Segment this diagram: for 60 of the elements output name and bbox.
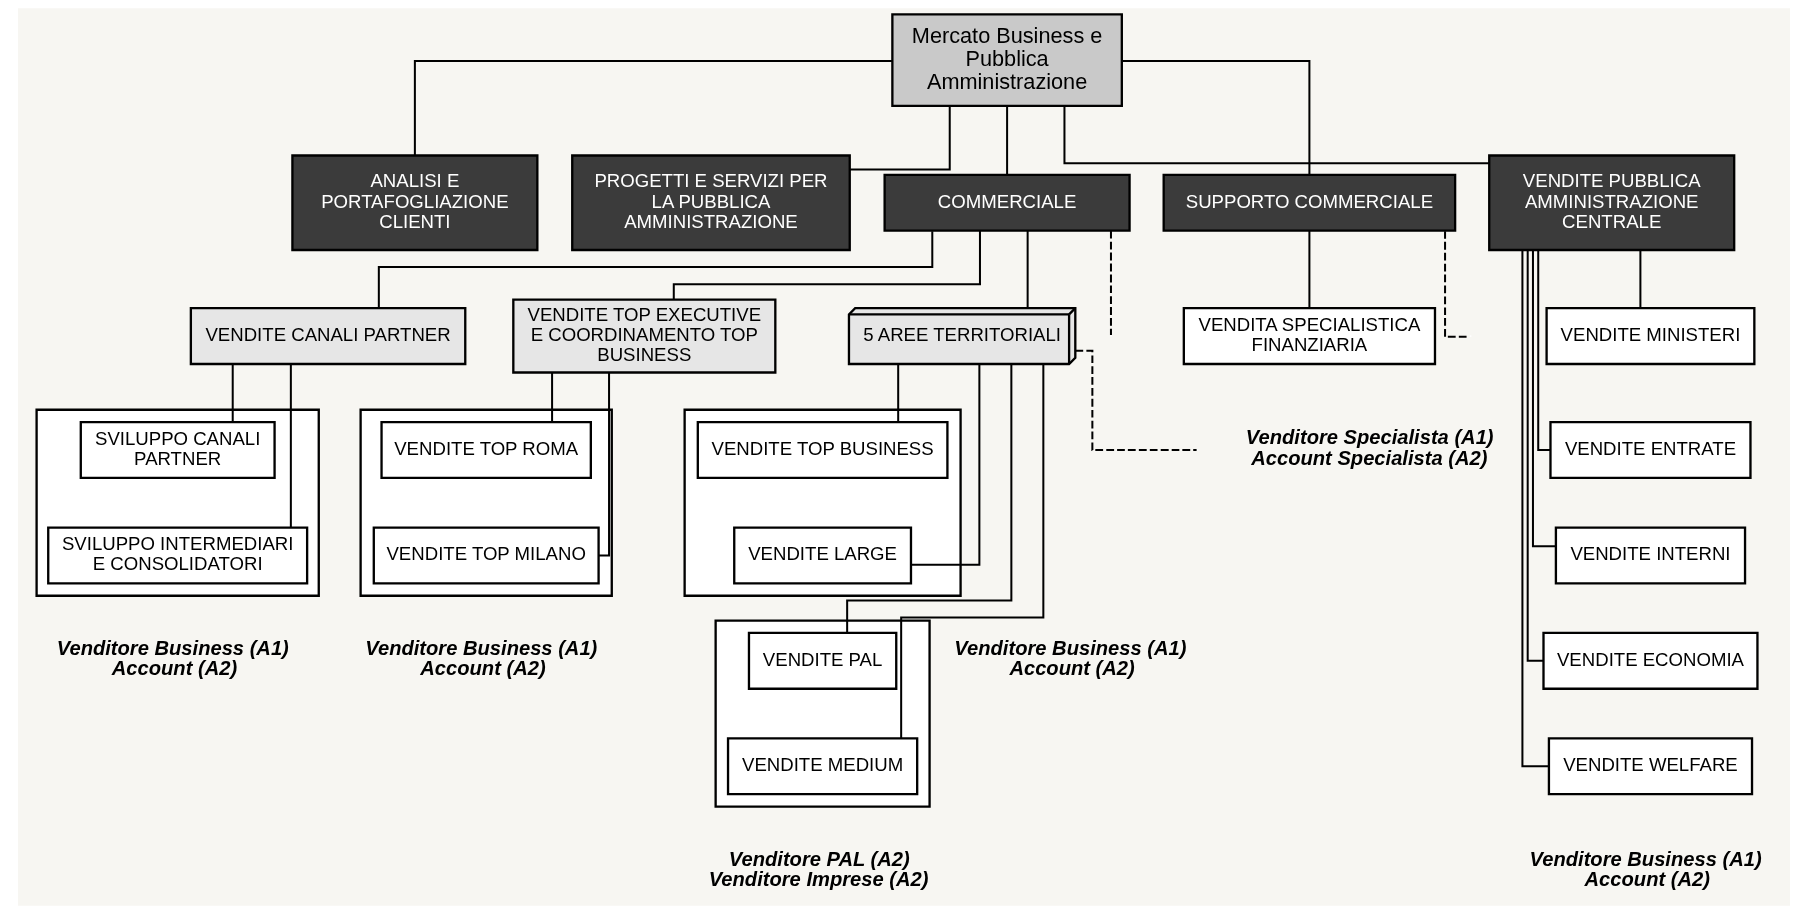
- connector: [377, 231, 933, 308]
- node-label: Venditore Business (A1): [56, 637, 289, 660]
- node-box: VENDITE TOP ROMA: [379, 420, 592, 480]
- node-box: PROGETTI E SERVIZI PER LA PUBBLICA AMMINISTRAZIONE: [570, 154, 851, 252]
- connector: [910, 364, 980, 566]
- connector: [896, 364, 899, 422]
- node-box: VENDITE ECONOMIA: [1541, 631, 1759, 690]
- connector: [413, 59, 892, 156]
- connector: [849, 106, 951, 171]
- node-box: ANALISI E PORTAFOGLIAZIONE CLIENTI: [290, 154, 538, 252]
- node-box: VENDITE LARGE: [732, 526, 912, 585]
- node-box: Mercato Business e Pubblica Amministrazione: [890, 13, 1123, 108]
- connector: [598, 372, 610, 557]
- cluster: [358, 408, 613, 597]
- connector: [1443, 231, 1470, 338]
- node-box: VENDITE TOP EXECUTIVE E COORDINAMENTO TOP BUSINESS: [511, 298, 776, 374]
- node-box: VENDITE PUBBLICA AMMINISTRAZIONE CENTRALE: [1487, 154, 1735, 252]
- node-box: SVILUPPO CANALI PARTNER: [79, 420, 276, 480]
- cluster: [34, 408, 320, 597]
- node-box: VENDITE TOP BUSINESS: [696, 420, 949, 480]
- connector: [289, 364, 292, 528]
- connector: [1062, 106, 1489, 165]
- connector: [672, 230, 981, 300]
- connector: [845, 364, 1012, 633]
- connector: [1074, 349, 1197, 452]
- node-label: Venditore Business (A1): [364, 637, 597, 660]
- node-box: SVILUPPO INTERMEDIARI E CONSOLIDATORI: [46, 526, 308, 585]
- node-box: VENDITE TOP MILANO: [372, 526, 600, 585]
- connector: [1531, 250, 1556, 548]
- node-label: Venditore PAL (A2): [728, 848, 910, 871]
- connector: [1109, 231, 1112, 335]
- connector: [899, 364, 1044, 739]
- node-label: Account (A2): [111, 657, 237, 680]
- connector: [1526, 250, 1543, 662]
- node-box: COMMERCIALE: [882, 173, 1131, 232]
- connector: [1536, 250, 1550, 452]
- node-label: Account (A2): [1008, 657, 1135, 680]
- node-box: VENDITE MINISTERI: [1544, 307, 1755, 366]
- node-box: VENDITE PAL: [747, 631, 897, 690]
- node-label: Account (A2): [419, 657, 546, 680]
- connector: [1005, 106, 1008, 175]
- node-box: VENDITE CANALI PARTNER: [189, 307, 466, 366]
- node-label: Account (A2): [1584, 868, 1710, 891]
- connector: [231, 364, 234, 422]
- node-box: VENDITE INTERNI: [1554, 526, 1746, 585]
- node-box: SUPPORTO COMMERCIALE: [1162, 173, 1456, 232]
- connector: [1121, 59, 1310, 175]
- node-box: VENDITE WELFARE: [1547, 737, 1753, 796]
- node-label: Venditore Specialista (A1): [1245, 426, 1494, 449]
- cluster: [682, 408, 962, 597]
- connector: [1638, 250, 1641, 308]
- cluster: [713, 619, 931, 808]
- node-box: VENDITE ENTRATE: [1548, 420, 1752, 480]
- node-label: Venditore Business (A1): [1529, 848, 1762, 871]
- node-label: Venditore Business (A1): [953, 637, 1186, 660]
- node-box: VENDITE MEDIUM: [726, 737, 918, 796]
- connector: [1307, 231, 1310, 308]
- connector: [1026, 231, 1029, 308]
- node-box: VENDITA SPECIALISTICA FINANZIARIA: [1182, 307, 1436, 366]
- connector: [550, 372, 553, 422]
